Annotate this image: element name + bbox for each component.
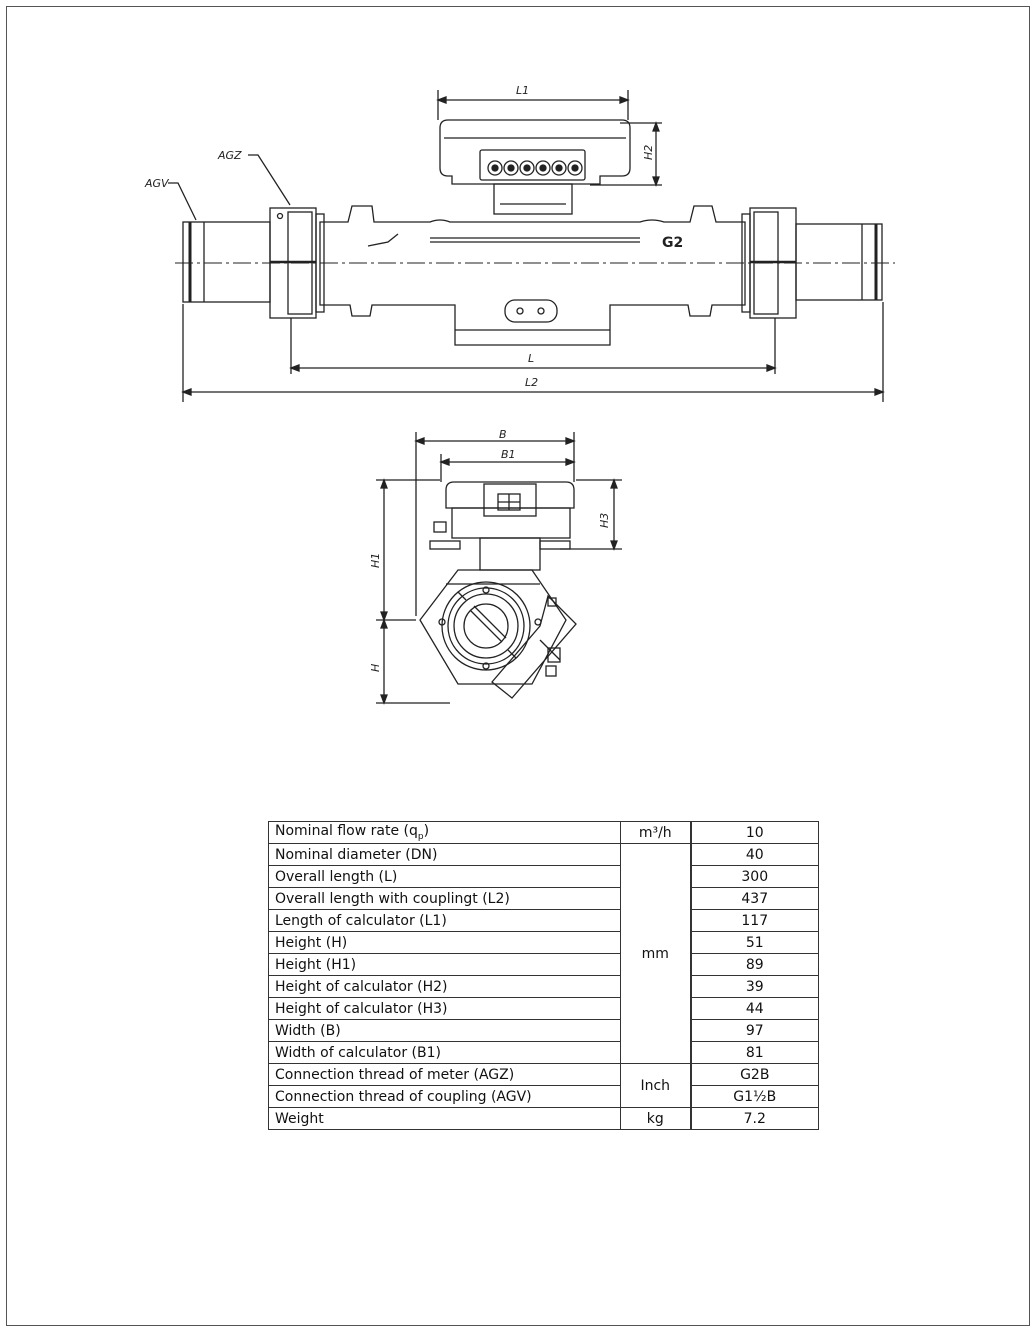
table-row: Width (B) 97 [268, 1019, 819, 1042]
table-row: Connection thread of coupling (AGV) G1½B [268, 1085, 819, 1108]
specification-table: Nominal flow rate (qp) m³/h 10 Nominal d… [268, 821, 819, 1130]
label-l1: L1 [516, 84, 529, 97]
value-cell: 40 [689, 843, 819, 866]
label-l: L [528, 352, 534, 365]
label-agv: AGV [144, 177, 170, 190]
label-h2: H2 [642, 145, 655, 160]
label-agz: AGZ [217, 149, 242, 162]
table-row: Height (H) 51 [268, 931, 819, 954]
parameter-cell: Width (B) [268, 1019, 621, 1042]
unit-cell-mm: mm [620, 843, 691, 1064]
unit-cell: m³/h [620, 821, 691, 844]
value-cell: 10 [689, 821, 819, 844]
label-b1: B1 [501, 448, 516, 461]
table-row: Nominal flow rate (qp) m³/h 10 [268, 821, 819, 844]
parameter-cell: Height (H) [268, 931, 621, 954]
table-row: Nominal diameter (DN) mm 40 [268, 843, 819, 1064]
unit-cell: kg [620, 1107, 691, 1130]
parameter-cell: Nominal diameter (DN) [268, 843, 621, 866]
parameter-cell: Weight [268, 1107, 621, 1130]
label-h1: H1 [369, 553, 382, 568]
table-row: Overall length with couplingt (L2) 437 [268, 887, 819, 910]
parameter-cell: Height of calculator (H2) [268, 975, 621, 998]
value-cell: 7.2 [689, 1107, 819, 1130]
value-cell: 81 [689, 1041, 819, 1064]
table-row: Height of calculator (H3) 44 [268, 997, 819, 1020]
value-cell: 97 [689, 1019, 819, 1042]
value-cell: 437 [689, 887, 819, 910]
value-cell: 300 [689, 865, 819, 888]
value-cell: 51 [689, 931, 819, 954]
unit-cell-inch: Inch [620, 1063, 691, 1108]
value-cell: 117 [689, 909, 819, 932]
table-row: Width of calculator (B1) 81 [268, 1041, 819, 1064]
value-cell: 44 [689, 997, 819, 1020]
table-row: Height (H1) 89 [268, 953, 819, 976]
side-view-drawing: L1 H2 AGZ AGV G2 L L2 [144, 84, 895, 402]
table-row: Connection thread of meter (AGZ) Inch G2… [268, 1063, 819, 1108]
table-row: Height of calculator (H2) 39 [268, 975, 819, 998]
parameter-cell: Connection thread of coupling (AGV) [268, 1085, 621, 1108]
parameter-cell: Overall length with couplingt (L2) [268, 887, 621, 910]
label-h: H [369, 664, 382, 672]
value-cell: G1½B [689, 1085, 819, 1108]
label-g2: G2 [662, 235, 683, 251]
table-row: Weight kg 7.2 [268, 1107, 819, 1130]
parameter-cell: Length of calculator (L1) [268, 909, 621, 932]
parameter-cell: Nominal flow rate (qp) [268, 821, 621, 844]
value-cell: 39 [689, 975, 819, 998]
parameter-cell: Connection thread of meter (AGZ) [268, 1063, 621, 1086]
table-row: Overall length (L) 300 [268, 865, 819, 888]
parameter-cell: Overall length (L) [268, 865, 621, 888]
value-cell: G2B [689, 1063, 819, 1086]
parameter-cell: Width of calculator (B1) [268, 1041, 621, 1064]
end-view-drawing: B B1 H1 H3 H [369, 428, 622, 705]
parameter-cell: Height of calculator (H3) [268, 997, 621, 1020]
value-cell: 89 [689, 953, 819, 976]
label-b: B [499, 428, 507, 441]
parameter-cell: Height (H1) [268, 953, 621, 976]
label-l2: L2 [525, 376, 538, 389]
table-row: Length of calculator (L1) 117 [268, 909, 819, 932]
label-h3: H3 [598, 513, 611, 528]
